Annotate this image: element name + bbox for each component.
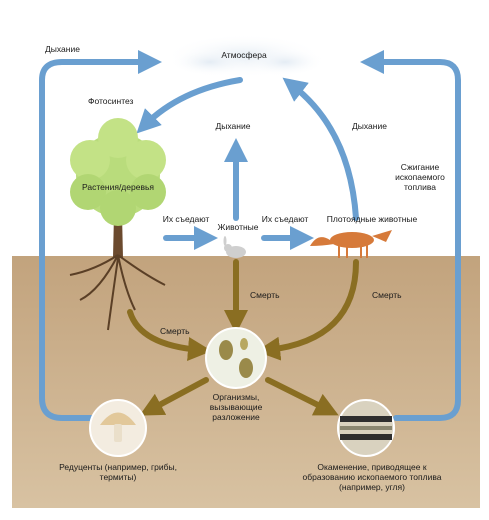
arrow-death-right	[256, 259, 359, 361]
label-respiration-center: Дыхание	[215, 121, 251, 131]
arrow-to-reducers	[139, 377, 209, 416]
label-animals: Животные	[217, 222, 259, 232]
atmosphere-cloud	[164, 34, 325, 78]
tree	[69, 118, 166, 331]
decomposition-arrows	[127, 259, 359, 416]
arrow-death-left	[127, 309, 212, 361]
label-fossil-burning: Сжигание ископаемого топлива	[395, 162, 445, 193]
fox	[310, 230, 392, 258]
arrow-photosynthesis	[136, 77, 243, 134]
label-eaten-2: Их съедают	[261, 214, 309, 224]
label-eaten-1: Их съедают	[162, 214, 210, 224]
decomposer-circle	[205, 327, 267, 389]
fossil-circle	[337, 399, 395, 457]
label-respiration-left: Дыхание	[45, 44, 80, 54]
label-photosynthesis: Фотосинтез	[88, 96, 134, 106]
label-death-left: Смерть	[160, 326, 190, 336]
label-plants: Растения/деревья	[82, 182, 154, 192]
atmosphere-arrows	[39, 50, 461, 421]
arrow-respiration-left	[39, 50, 162, 421]
label-fossilization: Окаменение, приводящее к образованию иск…	[302, 462, 442, 493]
label-death-right: Смерть	[372, 290, 402, 300]
mushroom-circle	[89, 399, 147, 457]
arrow-fossil-burning	[360, 50, 461, 421]
label-death-center: Смерть	[250, 290, 280, 300]
arrow-respiration-right	[282, 77, 359, 221]
label-reducers: Редуценты (например, грибы, термиты)	[59, 462, 177, 483]
label-respiration-right: Дыхание	[352, 121, 387, 131]
label-carnivores: Плотоядные животные	[326, 214, 418, 224]
arrow-to-fossilization	[265, 377, 339, 416]
rabbit	[223, 236, 246, 258]
label-atmosphere: Атмосфера	[221, 50, 267, 60]
label-decomposers: Организмы, вызывающие разложение	[209, 392, 263, 423]
